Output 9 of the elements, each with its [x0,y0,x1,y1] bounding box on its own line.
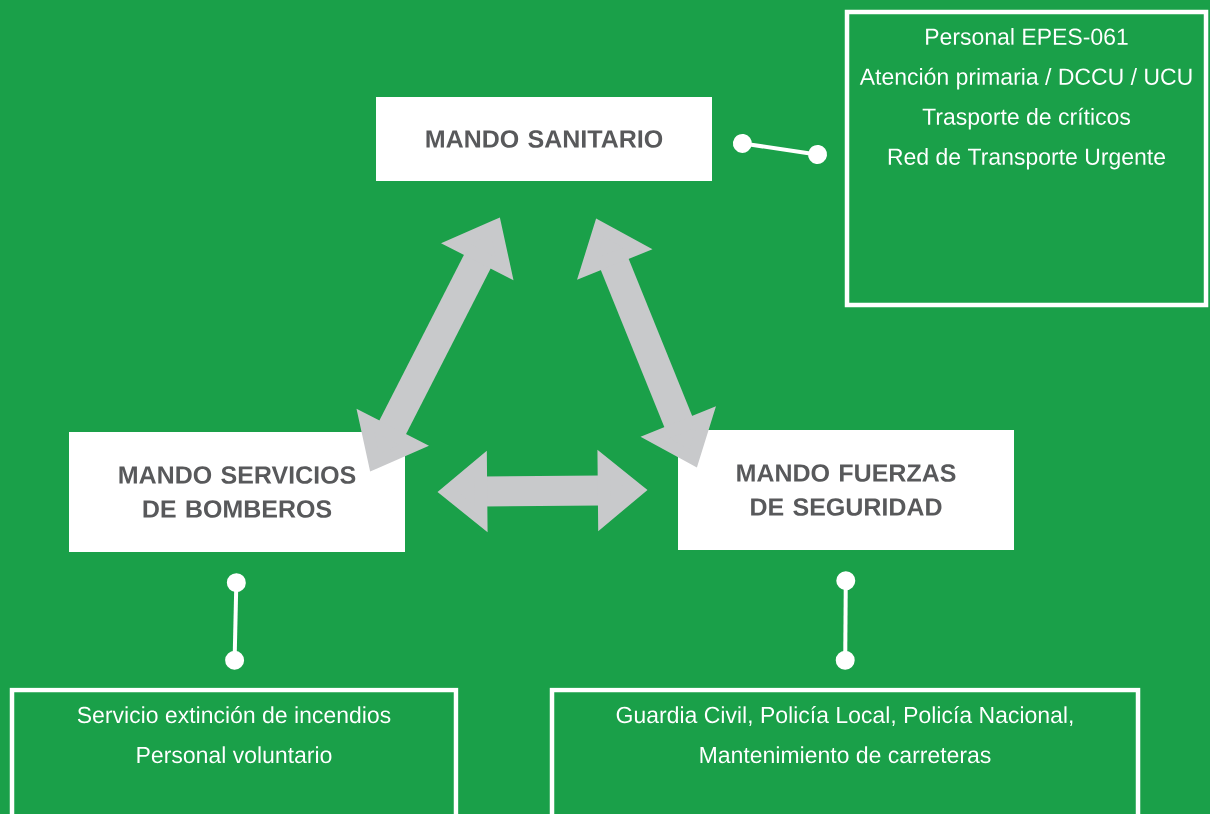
info-box: Servicio extinción de incendios Personal voluntario [9,687,459,814]
command-box: MANDO SERVICIOS DE BOMBEROS [69,432,405,552]
connector-line [225,573,246,670]
command-box: MANDO FUERZAS DE SEGURIDAD [678,430,1014,550]
info-box: Personal EPES-061 Atención primaria / DCCU / UCU Trasporte de críticos Red de Transporte Urgente [844,9,1209,308]
command-box: MANDO SANITARIO [376,97,712,181]
info-box: Guardia Civil, Policía Local, Policía Nacional, Mantenimiento de carreteras [549,687,1141,814]
connector-line [732,133,828,164]
connector-line [835,571,856,670]
